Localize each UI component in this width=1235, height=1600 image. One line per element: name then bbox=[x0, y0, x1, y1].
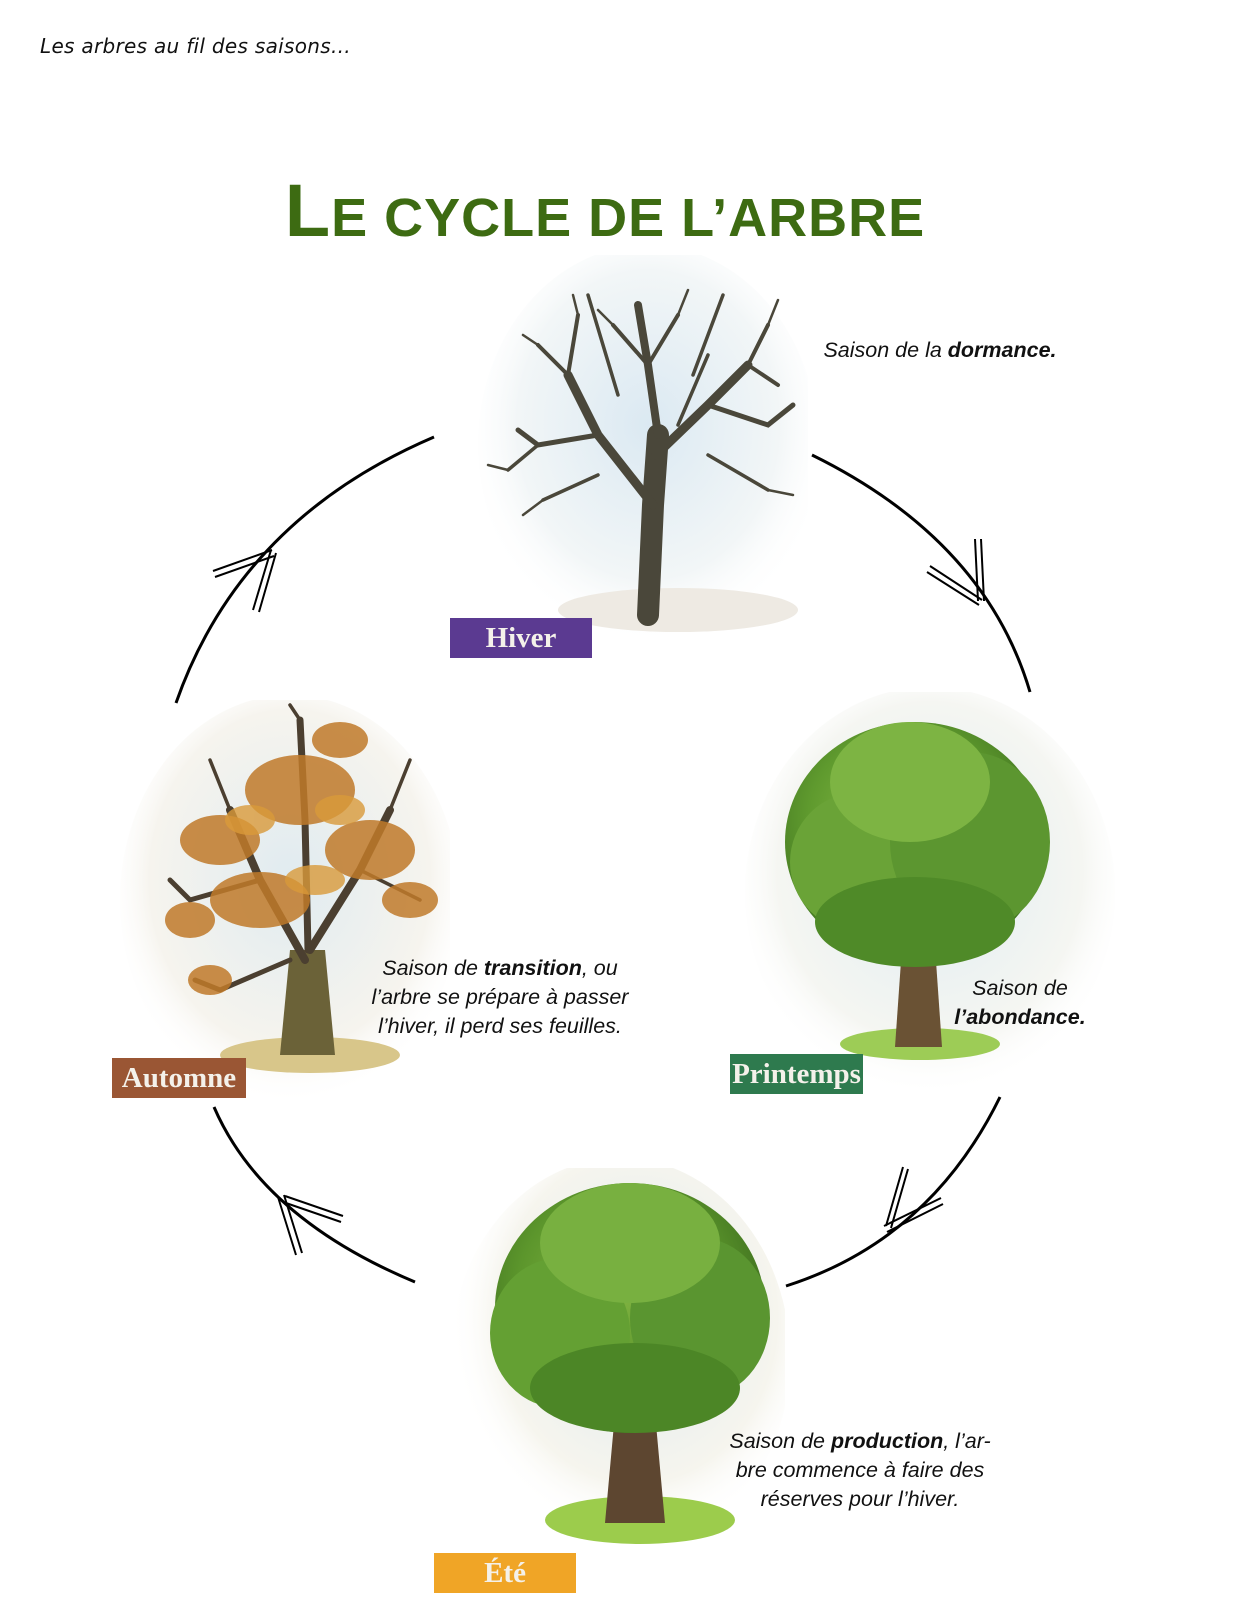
desc-part: production bbox=[830, 1429, 944, 1453]
arrow-head-up-left-bottom bbox=[277, 1194, 344, 1256]
season-desc-printemps: Saison de l’abondance. bbox=[930, 974, 1110, 1032]
arrow-head-down-right bbox=[926, 538, 985, 606]
arc-printemps-to-ete bbox=[785, 1096, 1002, 1288]
desc-part: Saison de la bbox=[823, 338, 948, 362]
title-rest: E CYCLE DE L’ARBRE bbox=[331, 188, 926, 248]
page-title: LE CYCLE DE L’ARBRE bbox=[0, 168, 1210, 253]
full-leafy-tree-icon bbox=[450, 1168, 785, 1558]
desc-part: dormance. bbox=[947, 338, 1057, 362]
arc-ete-to-automne bbox=[212, 1106, 416, 1284]
season-label-hiver: Hiver bbox=[450, 618, 592, 658]
season-desc-automne: Saison de transition, ou l’arbre se prépa… bbox=[340, 954, 660, 1041]
desc-part: Saison de bbox=[382, 956, 484, 980]
desc-part: transition bbox=[483, 956, 582, 980]
bare-tree-icon bbox=[478, 255, 808, 645]
season-automne: Automne bbox=[100, 700, 450, 1105]
desc-part: réserves pour l’hiver. bbox=[760, 1487, 960, 1511]
arrow-head-up-left bbox=[212, 549, 277, 613]
desc-part: l’arbre se prépare à passer bbox=[371, 985, 629, 1009]
desc-part: bre commence à faire des bbox=[735, 1458, 985, 1482]
desc-part: l’hiver, il perd ses feuilles. bbox=[378, 1014, 622, 1038]
header-note: Les arbres au fil des saisons... bbox=[40, 34, 351, 58]
desc-part: , ou bbox=[581, 956, 618, 980]
arc-hiver-to-printemps bbox=[811, 453, 1032, 693]
desc-part: Saison de bbox=[972, 976, 1068, 1000]
autumn-tree-icon bbox=[120, 700, 450, 1105]
leafy-tree-icon bbox=[745, 692, 1115, 1097]
season-label-printemps: Printemps bbox=[730, 1054, 863, 1094]
desc-part: , l’ar- bbox=[943, 1429, 991, 1453]
arrow-head-down-left bbox=[883, 1166, 944, 1233]
season-hiver: Hiver bbox=[448, 255, 808, 660]
season-label-automne: Automne bbox=[112, 1058, 246, 1098]
season-desc-ete: Saison de production, l’ar-bre commence … bbox=[700, 1427, 1020, 1514]
season-label-ete: Été bbox=[434, 1553, 576, 1593]
season-desc-hiver: Saison de la dormance. bbox=[800, 336, 1080, 365]
desc-part: l’abondance. bbox=[954, 1005, 1086, 1029]
title-first-letter: L bbox=[284, 169, 332, 252]
arc-automne-to-hiver bbox=[174, 435, 435, 704]
season-ete: Été bbox=[420, 1168, 785, 1600]
desc-part: Saison de bbox=[729, 1429, 831, 1453]
season-printemps: Printemps bbox=[730, 692, 1120, 1097]
